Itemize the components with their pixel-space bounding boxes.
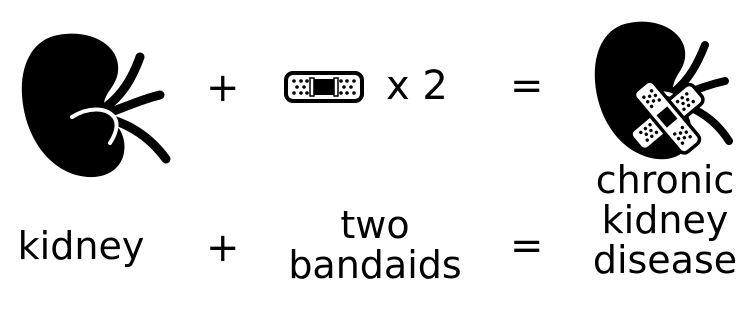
plus-sign-bottom: + (206, 225, 240, 271)
chronic-kidney-disease-label: chronic kidney disease (585, 160, 745, 280)
plus-sign-top: + (206, 65, 240, 111)
two-bandaids-label: two bandaids (280, 205, 470, 285)
kidney-label: kidney (6, 226, 156, 266)
equals-sign-top: = (510, 63, 544, 109)
two-bandaids-line-2: bandaids (288, 243, 462, 287)
ckd-line-3: disease (592, 238, 738, 282)
kidney-label-text: kidney (17, 224, 145, 268)
bandaged-kidney-icon (594, 21, 733, 160)
ckd-line-1: chronic (595, 158, 735, 202)
two-bandaids-line-1: two (340, 203, 410, 247)
equals-sign-bottom: = (510, 223, 544, 269)
kidney-icon (21, 33, 171, 178)
ckd-line-2: kidney (601, 198, 729, 242)
bandaid-icon (284, 71, 364, 103)
multiplier-text: x 2 (386, 63, 448, 109)
